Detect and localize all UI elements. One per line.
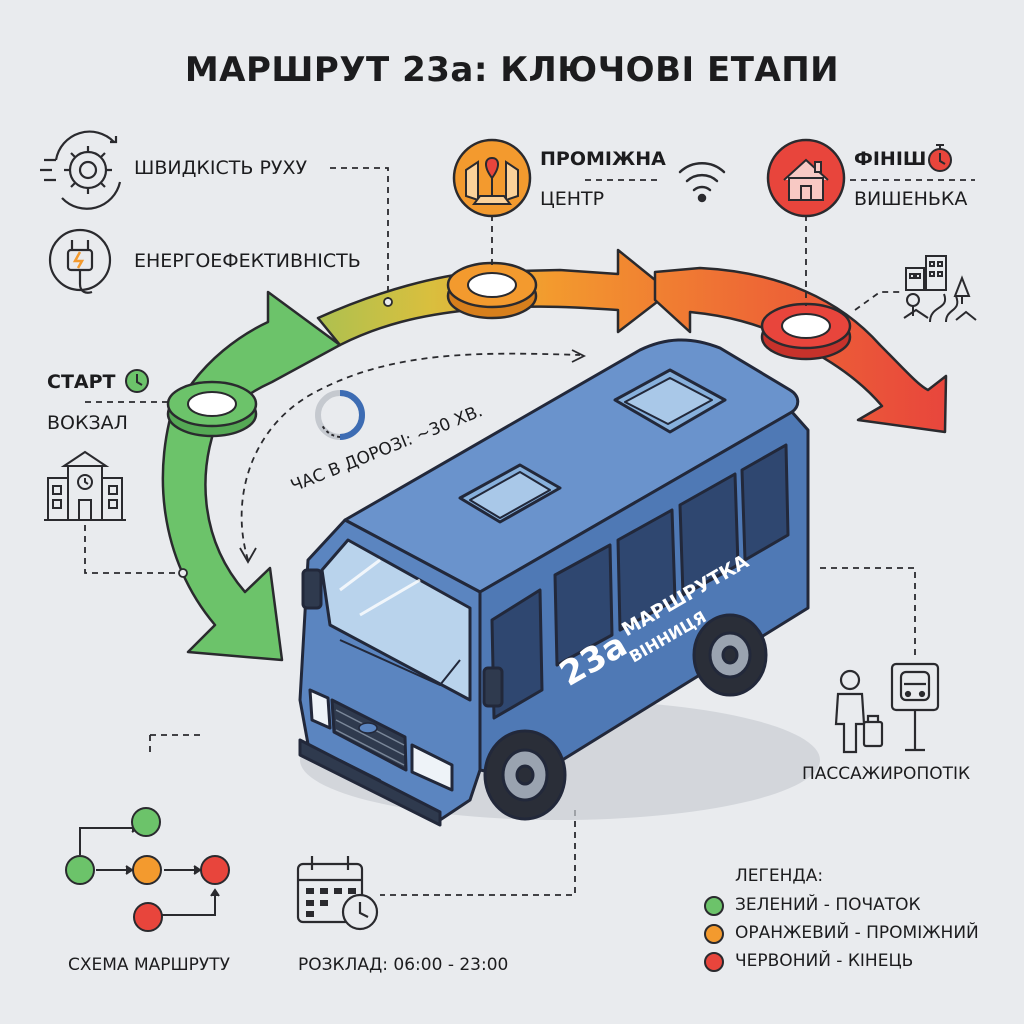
page-title: МАРШРУТ 23а: КЛЮЧОВІ ЕТАПИ: [184, 50, 840, 90]
feature-speed-label: ШВИДКІСТЬ РУХУ: [134, 157, 308, 179]
calendar-clock-icon: [296, 856, 379, 931]
legend-dots: [704, 896, 724, 972]
feature-energy-label: ЕНЕРГОЕФЕКТИВНІСТЬ: [134, 250, 361, 272]
wheel-front: [483, 729, 567, 821]
finish-stop-label: ФІНІШ: [854, 148, 927, 170]
stop-pin-finish[interactable]: [760, 302, 852, 361]
wifi-icon: [678, 162, 726, 203]
finish-stopwatch-icon: [928, 144, 952, 172]
legend-item-red: ЧЕРВОНИЙ - КІНЕЦЬ: [735, 951, 914, 971]
station-building-icon: [44, 450, 126, 521]
middle-stop-label: ПРОМІЖНА: [540, 148, 666, 170]
arc-green-arrow: [161, 390, 284, 662]
finish-home-badge: [766, 138, 846, 218]
wheel-rear: [692, 613, 768, 697]
middle-stop-badge: [452, 138, 532, 218]
legend-title: ЛЕГЕНДА:: [735, 866, 824, 886]
passenger-flow-label: ПАССАЖИРОПОТІК: [802, 764, 971, 784]
start-clock-icon: [125, 369, 149, 393]
plug-energy-icon: [48, 228, 112, 294]
passenger-busstop-icon: [834, 662, 940, 754]
minibus-illustration: [298, 338, 820, 827]
middle-stop-name: ЦЕНТР: [540, 188, 605, 210]
gear-speed-icon: [40, 130, 122, 210]
dashed-connectors: [84, 167, 975, 896]
city-road-icon: [903, 255, 977, 323]
legend-item-orange: ОРАНЖЕВИЙ - ПРОМІЖНИЙ: [735, 923, 979, 943]
route-scheme-diagram: [65, 807, 230, 932]
schedule-label: РОЗКЛАД: 06:00 - 23:00: [298, 955, 509, 975]
route-scheme-label: СХЕМА МАРШРУТУ: [68, 955, 231, 975]
stop-pin-start[interactable]: [166, 380, 258, 438]
finish-stop-name: ВИШЕНЬКА: [854, 188, 968, 210]
timer-icon: [315, 390, 365, 440]
start-stop-name: ВОКЗАЛ: [47, 412, 128, 434]
start-stop-label: СТАРТ: [47, 371, 116, 393]
stop-pin-middle[interactable]: [446, 261, 538, 320]
arc-orange-red-arrow: [653, 266, 948, 434]
legend-item-green: ЗЕЛЕНИЙ - ПОЧАТОК: [735, 895, 921, 915]
